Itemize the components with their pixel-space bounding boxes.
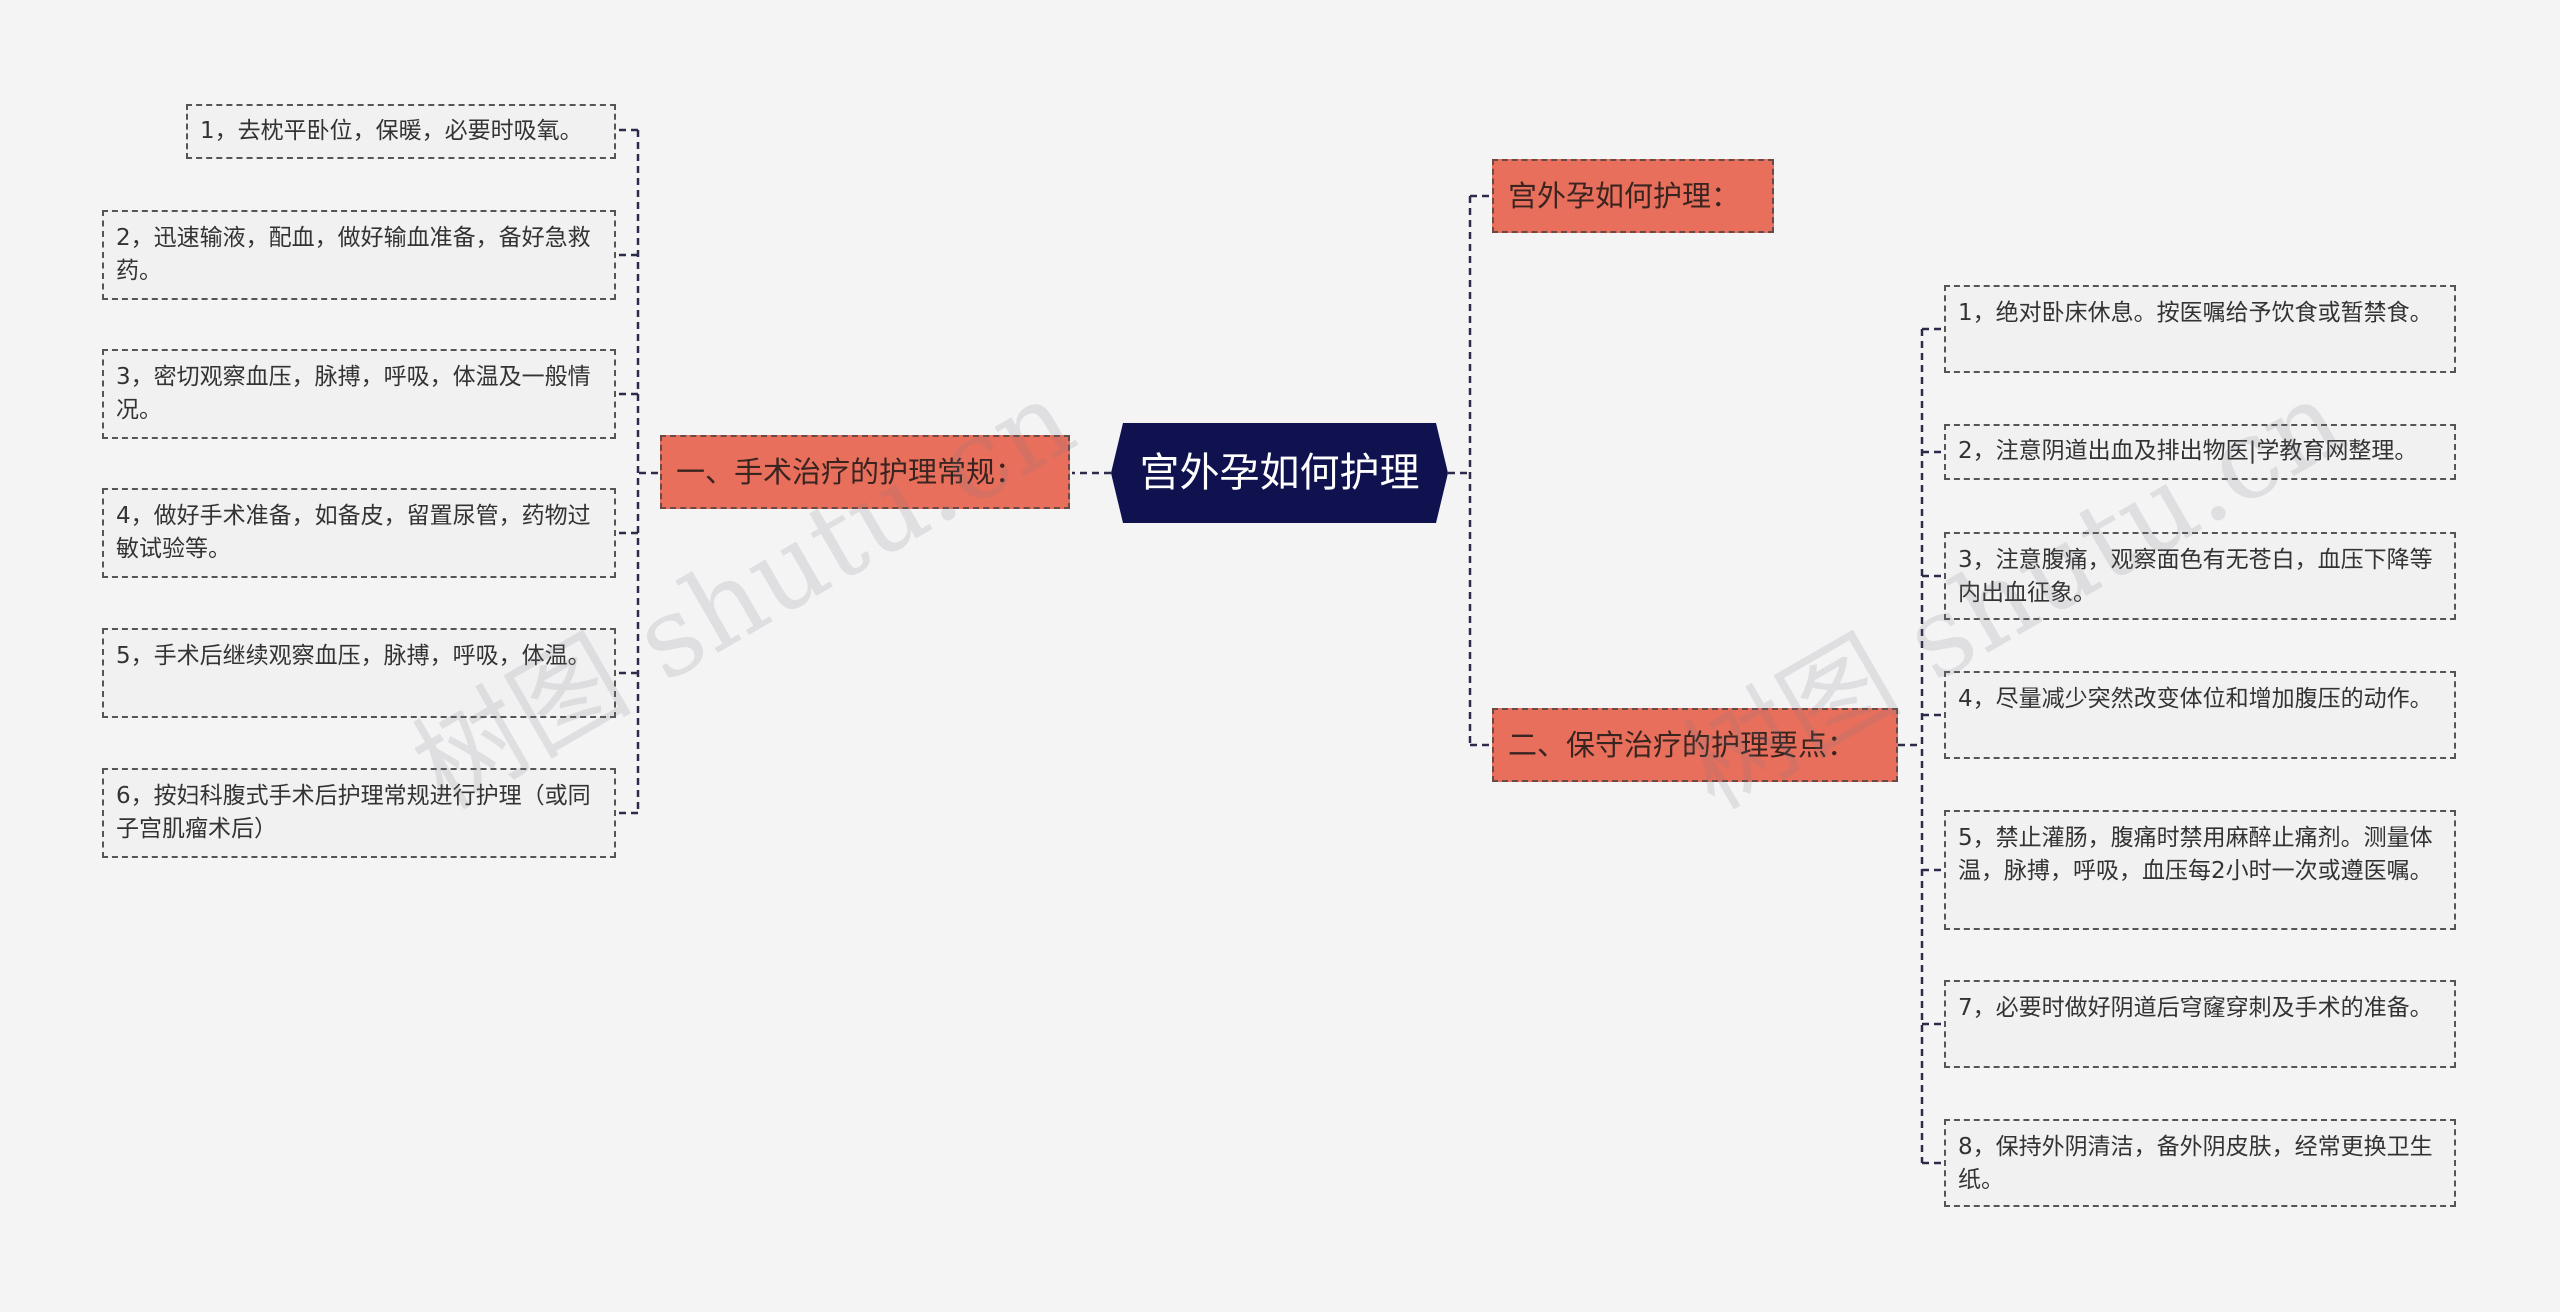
surgical-item-4[interactable]: 4，做好手术准备，如备皮，留置尿管，药物过敏试验等。 (102, 488, 616, 578)
surgical-item-1-text: 1，去枕平卧位，保暖，必要时吸氧。 (200, 118, 583, 144)
conservative-item-2-text: 2，注意阴道出血及排出物医|学教育网整理。 (1958, 438, 2418, 464)
surgical-item-2-text: 2，迅速输液，配血，做好输血准备，备好急救药。 (116, 225, 591, 284)
conservative-item-3[interactable]: 3，注意腹痛，观察面色有无苍白，血压下降等内出血征象。 (1944, 532, 2456, 620)
branch-conservative-care-label: 二、保守治疗的护理要点： (1508, 728, 1857, 762)
root-topic[interactable]: 宫外孕如何护理 (1111, 423, 1448, 523)
surgical-item-6[interactable]: 6，按妇科腹式手术后护理常规进行护理（或同子宫肌瘤术后） (102, 768, 616, 858)
conservative-item-4-text: 4，尽量减少突然改变体位和增加腹压的动作。 (1958, 686, 2433, 712)
branch-how-to-care[interactable]: 宫外孕如何护理： (1492, 159, 1774, 233)
conservative-item-1-text: 1，绝对卧床休息。按医嘱给予饮食或暂禁食。 (1958, 300, 2433, 326)
conservative-item-1[interactable]: 1，绝对卧床休息。按医嘱给予饮食或暂禁食。 (1944, 285, 2456, 373)
conservative-item-7[interactable]: 8，保持外阴清洁，备外阴皮肤，经常更换卫生纸。 (1944, 1119, 2456, 1207)
surgical-item-5-text: 5，手术后继续观察血压，脉搏，呼吸，体温。 (116, 643, 591, 669)
branch-surgical-care[interactable]: 一、手术治疗的护理常规： (660, 435, 1070, 509)
conservative-item-7-text: 8，保持外阴清洁，备外阴皮肤，经常更换卫生纸。 (1958, 1134, 2433, 1193)
branch-conservative-care[interactable]: 二、保守治疗的护理要点： (1492, 708, 1898, 782)
surgical-item-3[interactable]: 3，密切观察血压，脉搏，呼吸，体温及一般情况。 (102, 349, 616, 439)
branch-surgical-care-label: 一、手术治疗的护理常规： (676, 455, 1025, 489)
conservative-item-6-text: 7，必要时做好阴道后穹窿穿刺及手术的准备。 (1958, 995, 2433, 1021)
conservative-item-3-text: 3，注意腹痛，观察面色有无苍白，血压下降等内出血征象。 (1958, 547, 2433, 606)
surgical-item-6-text: 6，按妇科腹式手术后护理常规进行护理（或同子宫肌瘤术后） (116, 783, 591, 842)
root-topic-label: 宫外孕如何护理 (1139, 450, 1420, 496)
conservative-item-5[interactable]: 5，禁止灌肠，腹痛时禁用麻醉止痛剂。测量体温，脉搏，呼吸，血压每2小时一次或遵医… (1944, 810, 2456, 930)
conservative-item-2[interactable]: 2，注意阴道出血及排出物医|学教育网整理。 (1944, 424, 2456, 480)
surgical-item-5[interactable]: 5，手术后继续观察血压，脉搏，呼吸，体温。 (102, 628, 616, 718)
surgical-item-2[interactable]: 2，迅速输液，配血，做好输血准备，备好急救药。 (102, 210, 616, 300)
conservative-item-4[interactable]: 4，尽量减少突然改变体位和增加腹压的动作。 (1944, 671, 2456, 759)
branch-how-to-care-label: 宫外孕如何护理： (1508, 179, 1741, 213)
surgical-item-1[interactable]: 1，去枕平卧位，保暖，必要时吸氧。 (186, 104, 616, 159)
surgical-item-3-text: 3，密切观察血压，脉搏，呼吸，体温及一般情况。 (116, 364, 591, 423)
conservative-item-5-text: 5，禁止灌肠，腹痛时禁用麻醉止痛剂。测量体温，脉搏，呼吸，血压每2小时一次或遵医… (1958, 825, 2433, 884)
conservative-item-6[interactable]: 7，必要时做好阴道后穹窿穿刺及手术的准备。 (1944, 980, 2456, 1068)
surgical-item-4-text: 4，做好手术准备，如备皮，留置尿管，药物过敏试验等。 (116, 503, 591, 562)
